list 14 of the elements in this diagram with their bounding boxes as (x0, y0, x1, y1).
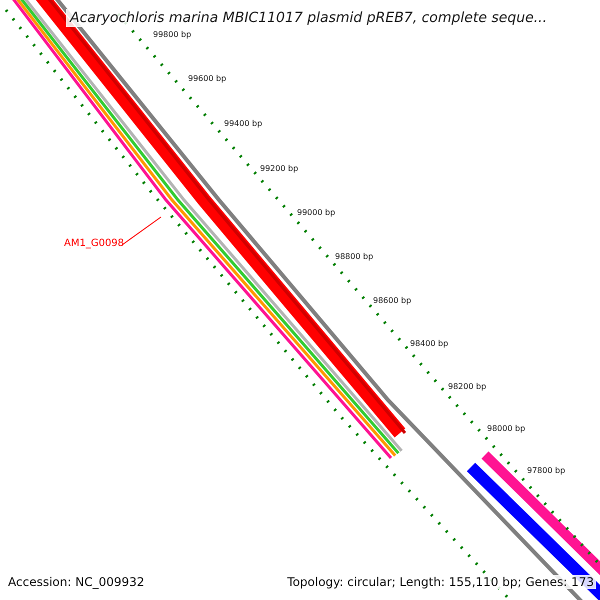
leader-line (122, 216, 162, 246)
position-label: 97800 bp (527, 466, 566, 475)
position-label: 98800 bp (335, 252, 374, 261)
position-label: 98000 bp (487, 424, 526, 433)
position-label: 99200 bp (260, 164, 298, 173)
position-label: 98400 bp (410, 339, 448, 348)
position-label: 99000 bp (297, 208, 336, 217)
summary-text: Topology: circular; Length: 155,110 bp; Genes: 173 (287, 575, 596, 589)
position-label: 99400 bp (224, 119, 262, 128)
position-label: 98200 bp (448, 382, 486, 391)
position-label: 99800 bp (153, 30, 192, 39)
position-label: 98600 bp (373, 296, 412, 305)
position-label: 99600 bp (188, 74, 226, 83)
accession-text: Accession: NC_009932 (8, 575, 144, 589)
